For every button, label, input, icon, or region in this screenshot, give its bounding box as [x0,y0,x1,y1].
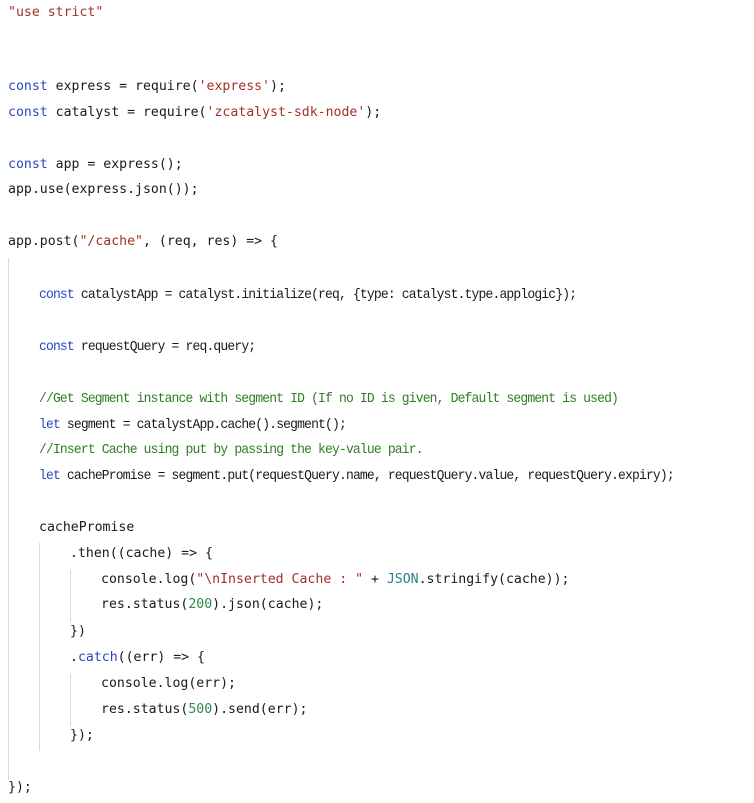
code-keyword: const [8,105,48,120]
code-line: console.log("\nInserted Cache : " + JSON… [101,570,569,590]
code-token: console.log(err); [101,676,236,691]
code-token: ((err) => { [117,650,205,665]
code-token: }) [70,624,86,639]
code-line: res.status(200).json(cache); [101,595,323,615]
code-token: app.post( [8,234,80,249]
code-comment: //Get Segment instance with segment ID (… [39,391,619,407]
code-string: 'express' [198,79,271,94]
code-string: "\nInserted Cache : " [196,572,364,587]
code-token: + [363,572,387,587]
indent-guide-catch [70,674,71,726]
code-token: cachePromise = segment.put(requestQuery.… [59,468,675,484]
code-token: cachePromise [39,520,135,535]
code-token: res.status( [101,702,189,717]
code-line: cachePromise [39,518,134,538]
code-token: app = express(); [47,157,183,172]
code-line: //Insert Cache using put by passing the … [39,440,424,460]
code-token: , (req, res) => { [143,234,278,249]
code-line: .then((cache) => { [70,544,213,564]
code-line: const express = require('express'); [8,77,286,97]
code-token: ); [270,79,286,94]
indent-guide-level-2 [39,543,40,751]
code-token: ); [365,105,382,120]
code-number: 200 [188,597,213,612]
code-keyword: const [39,287,75,303]
code-line: console.log(err); [101,674,236,694]
code-token: catalyst = require( [47,105,207,120]
code-token: ).json(cache); [212,597,324,612]
code-string: "use strict" [8,5,104,20]
code-comment: //Insert Cache using put by passing the … [39,442,424,458]
code-token: res.status( [101,597,189,612]
code-token: .stringify(cache)); [418,572,570,587]
code-keyword: const [8,79,48,94]
code-keyword: let [39,417,61,433]
code-line: let segment = catalystApp.cache().segmen… [39,415,347,435]
code-line: app.post("/cache", (req, res) => { [8,232,278,252]
code-token: catalystApp = catalyst.initialize(req, {… [73,287,577,303]
code-token: requestQuery = req.query; [73,339,256,355]
code-token: . [70,650,78,665]
code-line: }) [70,622,86,642]
code-line: app.use(express.json()); [8,180,199,200]
code-line: const requestQuery = req.query; [39,337,256,357]
code-keyword: let [39,468,61,484]
code-line: const catalystApp = catalyst.initialize(… [39,285,577,305]
code-string: "/cache" [79,234,143,249]
code-token: JSON [386,572,419,587]
code-token: }); [8,780,32,795]
code-token: }); [70,728,94,743]
code-line: let cachePromise = segment.put(requestQu… [39,466,675,486]
code-line: //Get Segment instance with segment ID (… [39,389,619,409]
code-number: 500 [188,702,213,717]
code-line: const app = express(); [8,155,183,175]
indent-guide-level-1 [8,258,9,780]
code-string: 'zcatalyst-sdk-node' [206,105,366,120]
code-keyword: const [39,339,75,355]
code-keyword: const [8,157,48,172]
code-keyword: catch [77,650,118,665]
code-token: app.use(express.json()); [8,182,199,197]
code-token: .then((cache) => { [70,546,213,561]
code-line: res.status(500).send(err); [101,700,307,720]
code-token: ).send(err); [212,702,308,717]
code-token: express = require( [47,79,199,94]
code-line: "use strict" [8,3,103,23]
indent-guide-then [70,570,71,622]
code-token: console.log( [101,572,197,587]
code-line: }); [70,726,94,746]
code-line: }); [8,778,32,798]
code-token: segment = catalystApp.cache().segment(); [59,417,347,433]
code-line: const catalyst = require('zcatalyst-sdk-… [8,103,381,123]
code-line: .catch((err) => { [70,648,205,668]
